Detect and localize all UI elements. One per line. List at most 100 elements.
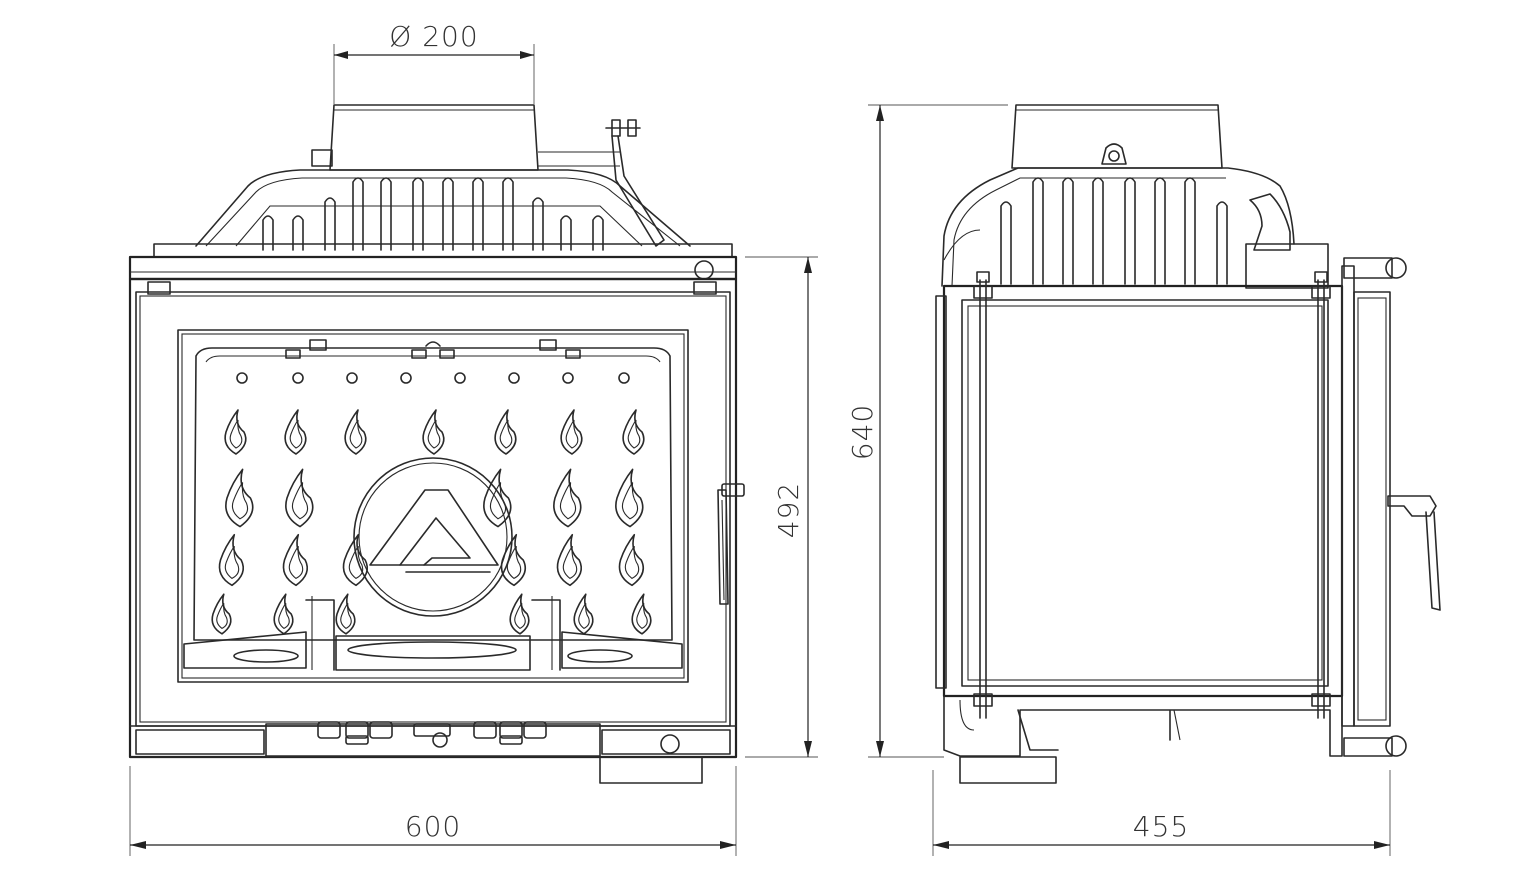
side-door-handle [1387,495,1441,611]
flame [225,468,254,528]
dome-rib [352,177,364,251]
side-dome-rib [1032,177,1044,285]
flame [282,533,309,587]
flame-inner [289,419,303,449]
side-base [943,695,1343,784]
flame-inner [278,602,290,630]
side-door [1341,257,1407,757]
flame [631,593,652,635]
wave-rib [1199,323,1246,665]
flue-diameter-dimension: Ø 200 [333,20,535,104]
flame-inner [559,482,577,520]
dome-rib [592,215,604,251]
flame [344,409,367,455]
flame-inner [636,602,648,630]
front-glass-inner [181,333,685,679]
flame-inner [499,419,513,449]
flame [618,533,645,587]
side-dome-rib [1124,177,1136,285]
dome-rib [560,215,572,251]
wave-rib-inner [1101,321,1151,667]
flame-inner [231,482,249,520]
front-flame-decoration [211,409,652,635]
dome-rib [412,177,424,251]
flame-inner [624,545,640,580]
front-damper-lever [605,119,665,247]
side-view [935,104,1441,784]
rivet [346,372,358,384]
dimension-lines: Ø 200 600 455 492 [129,20,1391,856]
rivet [562,372,574,384]
side-body [935,271,1344,719]
flame-inner [348,545,364,580]
flame [560,409,583,455]
dome-rib [532,197,544,251]
dome-rib [442,177,454,251]
flame-inner [506,545,522,580]
rivet [400,372,412,384]
flame [224,409,247,455]
rivet [236,372,248,384]
wave-rib-inner [1245,321,1295,667]
side-dome-rib [1154,177,1166,285]
dome-rib [380,177,392,251]
rivet [508,372,520,384]
flame-inner [562,545,578,580]
wave-rib-inner [1149,321,1199,667]
side-top-dome [941,167,1329,289]
flame [500,533,527,587]
flame-inner [621,482,639,520]
wave-rib [1055,323,1102,665]
side-dome-rib [1062,177,1074,285]
side-dome-rib [1216,201,1228,285]
flame-inner [216,602,228,630]
flame [509,593,530,635]
flame [573,593,594,635]
side-flue-collar [1011,104,1223,169]
wave-rib-inner [1197,321,1247,667]
rivet [618,372,630,384]
front-view [128,104,745,784]
side-wave-ribs [1005,321,1295,667]
side-depth-dimension: 455 [932,770,1391,856]
flame [553,468,582,528]
flame [342,533,369,587]
dome-rib [502,177,514,251]
front-body [128,277,738,759]
front-top-plate [128,255,738,281]
flame-inner [340,602,352,630]
flame [494,409,517,455]
front-width-label: 600 [405,810,461,843]
front-door-handle [717,483,745,605]
front-rivets [236,372,630,384]
dome-rib [262,215,274,251]
front-back-panel [193,339,673,641]
front-ash-drawer [129,721,737,784]
front-glass-window [177,329,689,683]
dome-rib [292,215,304,251]
flame-inner [565,419,579,449]
flame [285,468,314,528]
total-height-label: 640 [846,404,879,460]
flame-inner [224,545,240,580]
flame-inner [514,602,526,630]
flame [622,409,645,455]
front-flue-collar [311,104,620,171]
flame-inner [427,419,441,449]
front-dome-ribs [262,177,604,251]
wave-rib [1007,323,1054,665]
front-grate [183,596,683,671]
flame-inner [288,545,304,580]
body-height-dimension: 492 [745,256,818,758]
wave-rib-inner [1005,321,1055,667]
flame [615,468,644,528]
flame [284,409,307,455]
wave-rib [1151,323,1198,665]
triangle-logo-icon [353,457,513,617]
rivet [292,372,304,384]
total-height-dimension: 640 [846,104,1008,758]
flame-inner [578,602,590,630]
flame-inner [229,419,243,449]
flame [218,533,245,587]
flame [211,593,232,635]
